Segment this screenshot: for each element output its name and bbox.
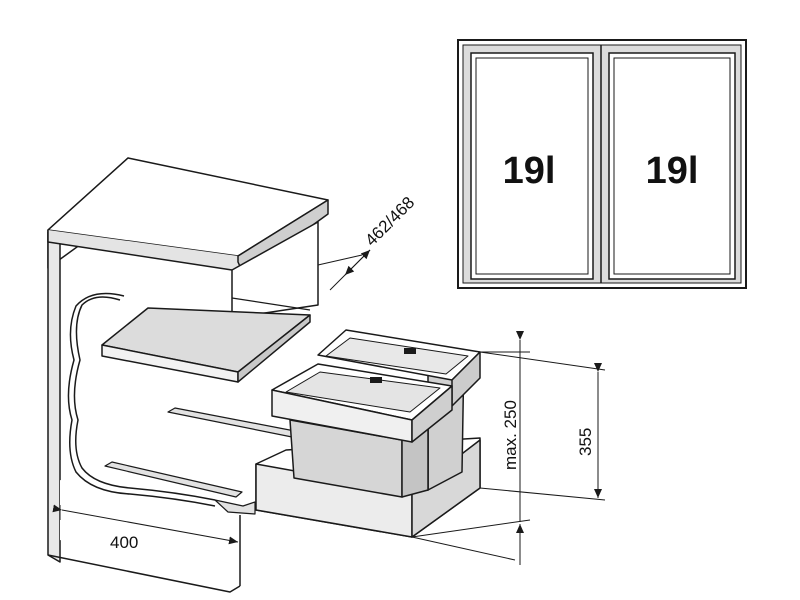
front-lid-clip bbox=[370, 377, 382, 383]
runner-rail-end bbox=[214, 499, 256, 515]
cabinet bbox=[47, 157, 329, 593]
plan-right-bin-inner bbox=[613, 57, 731, 275]
rear-bin-rim-inner bbox=[325, 337, 469, 375]
plan-left-bin-inner bbox=[475, 57, 589, 275]
front-bin-rim-inner bbox=[285, 371, 441, 413]
front-bin-rim-side bbox=[411, 385, 453, 443]
rear-lid-clip bbox=[404, 348, 416, 354]
right-bin-capacity: 19l bbox=[646, 150, 699, 192]
capacity-plan: 19l 19l bbox=[457, 39, 747, 289]
depth-label: 462/468 bbox=[361, 193, 418, 250]
upper-shelf-side bbox=[237, 314, 311, 383]
pullout-unit bbox=[255, 329, 481, 538]
service-pipe-outline bbox=[67, 292, 216, 507]
total-height-ext-bottom bbox=[479, 487, 606, 501]
baseline-ext bbox=[411, 536, 516, 561]
depth-dimension-line-back bbox=[344, 249, 371, 276]
width-dimension-line bbox=[52, 504, 239, 545]
max-height-ext-bottom bbox=[411, 519, 531, 538]
left-bin-capacity: 19l bbox=[503, 150, 556, 192]
dimension-lines bbox=[52, 249, 606, 565]
total-height-label: 355 bbox=[576, 428, 595, 456]
cabinet-left-panel-edge bbox=[47, 231, 61, 563]
upper-shelf-runner bbox=[231, 297, 311, 311]
max-height-label: max. 250 bbox=[501, 400, 520, 470]
lower-runner-rail bbox=[104, 461, 243, 498]
total-height-ext-top bbox=[479, 351, 606, 371]
depth-ext bbox=[317, 254, 363, 266]
width-label: 400 bbox=[110, 533, 138, 552]
service-pipe bbox=[73, 296, 216, 501]
cabinet-back-panel bbox=[231, 221, 319, 319]
cabinet-bottom-edge bbox=[47, 554, 241, 593]
